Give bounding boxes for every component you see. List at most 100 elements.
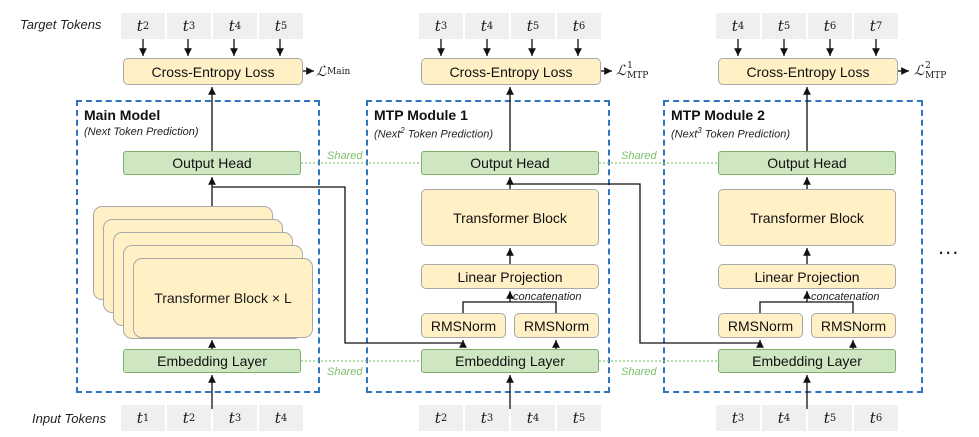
token-subscript: 4 bbox=[234, 20, 242, 32]
main-model-frame bbox=[76, 100, 320, 393]
embedding-layer-box: Embedding Layer bbox=[123, 349, 301, 373]
token-subscript: 4 bbox=[486, 20, 494, 32]
rmsnorm-box: RMSNorm bbox=[811, 313, 896, 338]
ellipsis: ... bbox=[938, 234, 960, 259]
token-subscript: 5 bbox=[280, 20, 288, 32]
token-base: t bbox=[274, 409, 281, 427]
token-base: t bbox=[823, 17, 830, 35]
token-base: t bbox=[777, 17, 784, 35]
token-subscript: 4 bbox=[737, 20, 745, 32]
module-title: Main Model bbox=[84, 107, 161, 123]
module-subtitle: (Next3 Token Prediction) bbox=[671, 126, 790, 141]
token-subscript: 4 bbox=[280, 412, 288, 424]
rmsnorm-box: RMSNorm bbox=[421, 313, 506, 338]
linear-projection-box: Linear Projection bbox=[718, 264, 896, 289]
shared-label: Shared bbox=[327, 366, 363, 378]
token-base: t bbox=[731, 409, 738, 427]
token-subscript: 2 bbox=[188, 412, 196, 424]
token-base: t bbox=[274, 17, 281, 35]
token-subscript: 6 bbox=[829, 20, 837, 32]
token-base: t bbox=[182, 17, 189, 35]
token-subscript: 1 bbox=[142, 412, 150, 424]
token-subscript: 5 bbox=[783, 20, 791, 32]
concatenation-label: concatenation bbox=[811, 291, 880, 303]
token-subscript: 2 bbox=[142, 20, 150, 32]
module-subtitle: (Next2 Token Prediction) bbox=[374, 126, 493, 141]
transformer-block-box: Transformer Block bbox=[421, 189, 599, 246]
token-subscript: 5 bbox=[829, 412, 837, 424]
input-tokens-label: Input Tokens bbox=[32, 411, 106, 426]
transformer-block-box: Transformer Block bbox=[718, 189, 896, 246]
token-base: t bbox=[526, 409, 533, 427]
rmsnorm-box: RMSNorm bbox=[718, 313, 803, 338]
output-head-box: Output Head bbox=[123, 151, 301, 175]
token-base: t bbox=[136, 17, 143, 35]
token-base: t bbox=[480, 17, 487, 35]
rmsnorm-box: RMSNorm bbox=[514, 313, 599, 338]
token-base: t bbox=[434, 409, 441, 427]
transformer-block-stack: Transformer Block × L bbox=[133, 258, 313, 338]
mtp-module-1-frame bbox=[366, 100, 610, 393]
token-subscript: 3 bbox=[234, 412, 242, 424]
token-base: t bbox=[136, 409, 143, 427]
shared-label: Shared bbox=[327, 150, 363, 162]
token-subscript: 4 bbox=[532, 412, 540, 424]
token-subscript: 6 bbox=[578, 20, 586, 32]
token-subscript: 3 bbox=[440, 20, 448, 32]
token-base: t bbox=[823, 409, 830, 427]
output-head-box: Output Head bbox=[421, 151, 599, 175]
token-base: t bbox=[869, 409, 876, 427]
token-subscript: 3 bbox=[486, 412, 494, 424]
linear-projection-box: Linear Projection bbox=[421, 264, 599, 289]
token-base: t bbox=[182, 409, 189, 427]
target-tokens-label: Target Tokens bbox=[20, 17, 102, 32]
output-head-box: Output Head bbox=[718, 151, 896, 175]
cross-entropy-loss-box: Cross-Entropy Loss bbox=[421, 58, 601, 85]
module-title: MTP Module 2 bbox=[671, 107, 765, 123]
token-base: t bbox=[434, 17, 441, 35]
token-subscript: 2 bbox=[440, 412, 448, 424]
mtp-module-2-frame bbox=[663, 100, 923, 393]
embedding-layer-box: Embedding Layer bbox=[421, 349, 599, 373]
token-subscript: 3 bbox=[737, 412, 745, 424]
cross-entropy-loss-box: Cross-Entropy Loss bbox=[123, 58, 303, 85]
shared-label: Shared bbox=[621, 150, 657, 162]
concatenation-label: concatenation bbox=[513, 291, 582, 303]
token-base: t bbox=[572, 409, 579, 427]
token-subscript: 3 bbox=[188, 20, 196, 32]
token-base: t bbox=[731, 17, 738, 35]
module-title: MTP Module 1 bbox=[374, 107, 468, 123]
module-subtitle: (Next Token Prediction) bbox=[84, 126, 199, 138]
token-subscript: 5 bbox=[578, 412, 586, 424]
token-base: t bbox=[480, 409, 487, 427]
token-subscript: 5 bbox=[532, 20, 540, 32]
embedding-layer-box: Embedding Layer bbox=[718, 349, 896, 373]
token-base: t bbox=[228, 17, 235, 35]
token-base: t bbox=[572, 17, 579, 35]
